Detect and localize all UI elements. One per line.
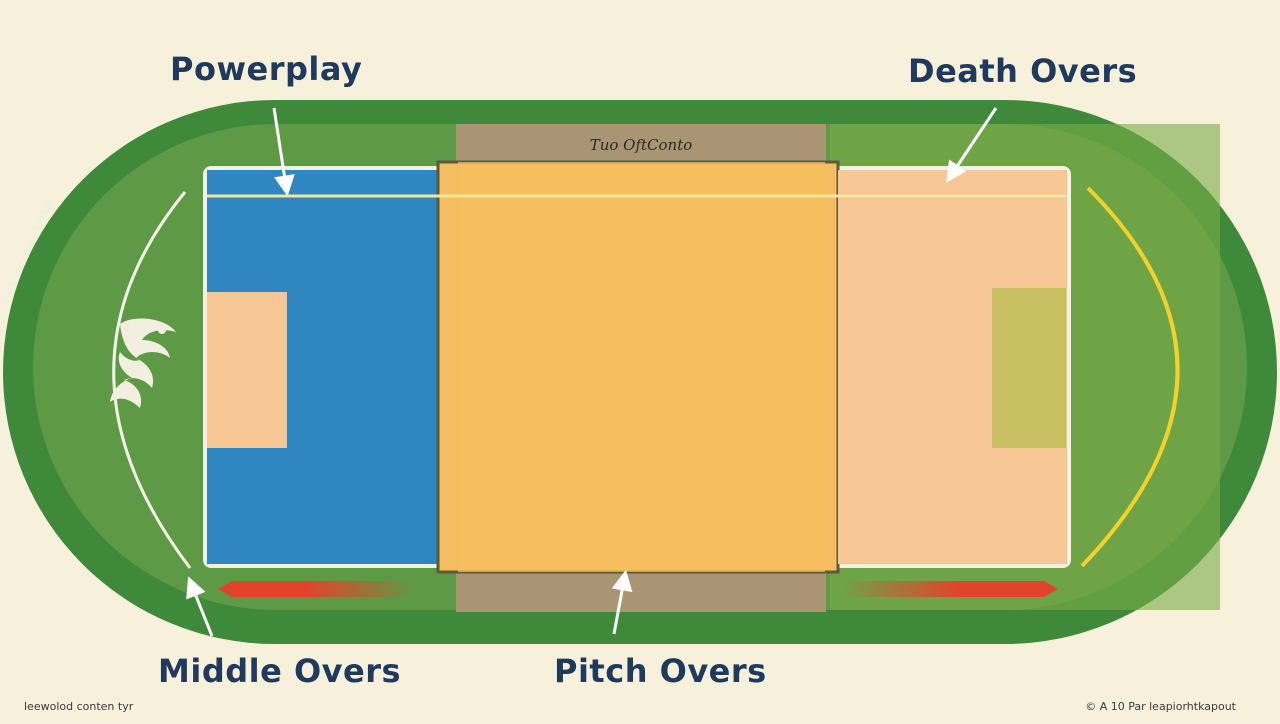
pitch-overs-arrow — [611, 569, 633, 635]
middle-overs-label: Middle Overs — [158, 652, 402, 690]
powerplay-arrow — [272, 107, 295, 197]
pitch-center-strip — [458, 162, 825, 572]
right-red-strip — [842, 581, 1058, 597]
left-boundary-arc — [112, 191, 192, 569]
left-red-strip — [218, 581, 415, 597]
pitch-overs-label: Pitch Overs — [554, 652, 767, 690]
right-boundary-arc — [1080, 186, 1180, 568]
death-overs-inner-box — [992, 288, 1066, 448]
powerplay-label: Powerplay — [170, 50, 363, 88]
powerplay-inner-box — [207, 292, 287, 448]
swan-emblem-icon — [110, 318, 176, 408]
footer-right-text: © A 10 Par leapiorhtkapout — [1085, 700, 1236, 713]
footer-left-text: leewolod conten tyr — [24, 700, 134, 713]
middle-overs-arrow — [186, 576, 214, 637]
pitch-caption: Tuo OftConto — [590, 136, 693, 154]
death-overs-label: Death Overs — [908, 52, 1138, 90]
death-overs-arrow — [946, 107, 998, 183]
